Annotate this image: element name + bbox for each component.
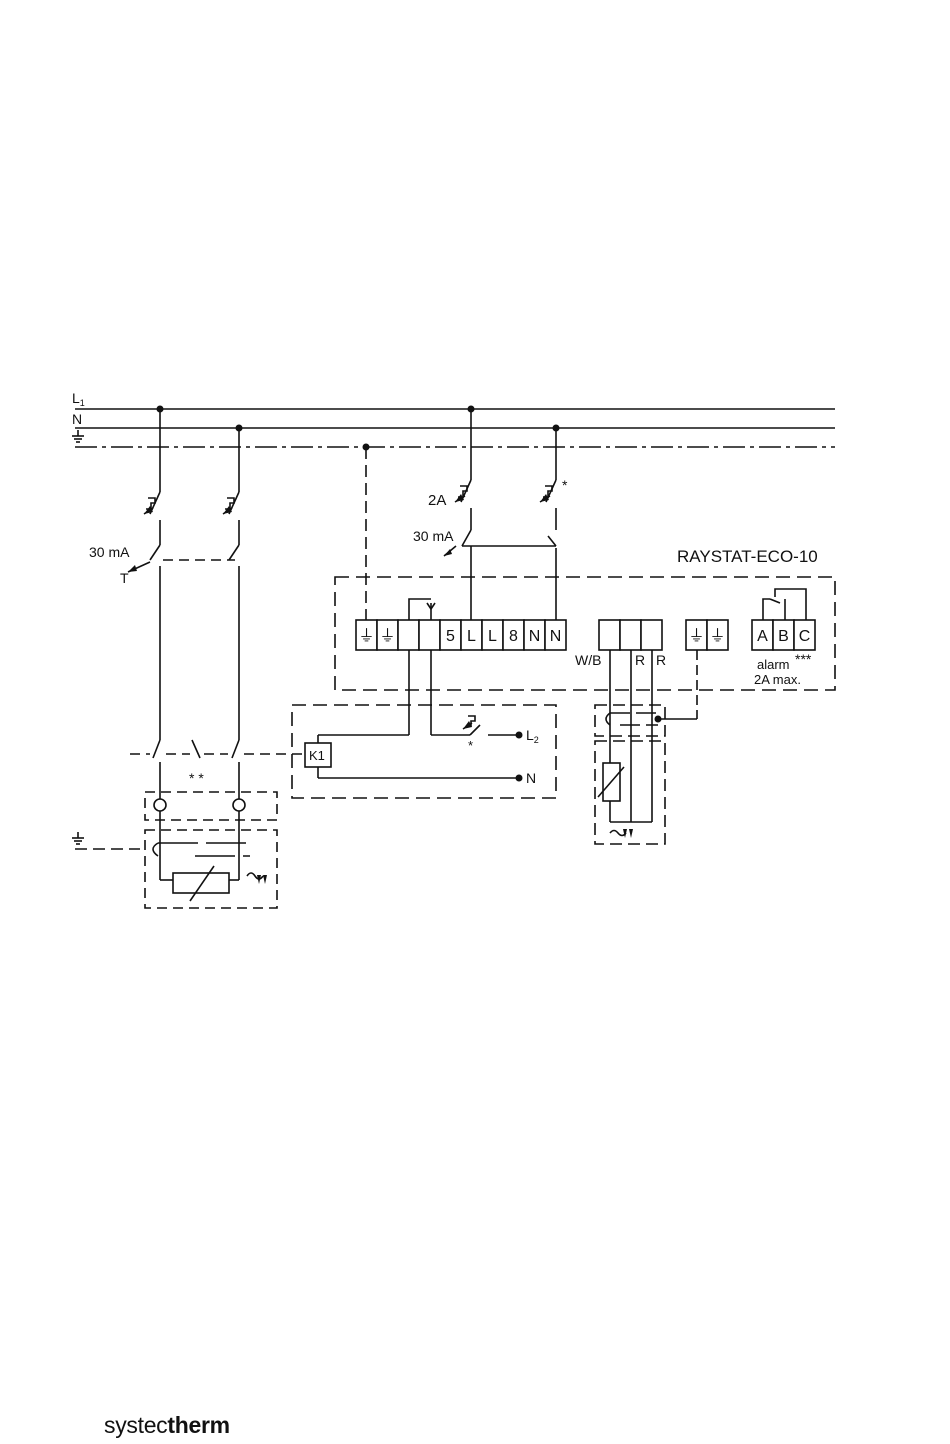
label-alarm-rating: 2A max.: [754, 672, 801, 687]
earth-symbol-left: [72, 832, 84, 844]
label-rcd-left-test: T: [120, 570, 129, 586]
terminal-earth-label-0: ⏚: [688, 627, 704, 645]
terminal-block-earth: ⏚⏚: [686, 620, 728, 650]
label-fuse-2a: 2A: [428, 492, 446, 509]
label-r1: R: [635, 652, 645, 668]
terminal-sensor-0: [599, 620, 620, 650]
label-star-single: *: [562, 477, 568, 493]
terminal-earth-label-1: ⏚: [709, 627, 725, 645]
terminal-main-label-1: ⏚: [379, 627, 395, 645]
label-alarm-stars: ***: [795, 651, 812, 667]
label-device-title: RAYSTAT-ECO-10: [677, 547, 818, 566]
label-n-bus: N: [72, 411, 82, 427]
terminal-main-label-8: N: [529, 628, 541, 645]
terminal-main-2: [398, 620, 419, 650]
terminal-main-label-7: 8: [509, 628, 518, 645]
label-star-alarm: *: [468, 738, 473, 753]
systectherm-logo: systectherm: [104, 1412, 230, 1439]
terminal-main-label-6: L: [488, 628, 497, 645]
terminal-main-3: [419, 620, 440, 650]
terminal-main-label-4: 5: [446, 628, 455, 645]
terminal-main-label-0: ⏚: [358, 627, 374, 645]
terminal-main-label-5: L: [467, 628, 476, 645]
label-n-relay: N: [526, 770, 536, 786]
terminal-block-sensor: [599, 620, 662, 650]
terminal-main-label-9: N: [550, 628, 562, 645]
label-l2: L2: [526, 727, 539, 745]
terminal-sensor-2: [641, 620, 662, 650]
label-rcd-left: 30 mA: [89, 544, 130, 560]
label-k1: K1: [309, 748, 325, 763]
label-alarm: alarm: [757, 657, 790, 672]
earth-symbol-top: [72, 430, 84, 442]
terminal-sensor-1: [620, 620, 641, 650]
label-r2: R: [656, 652, 666, 668]
terminal-alarm-label-2: C: [799, 628, 811, 645]
label-rcd-mid: 30 mA: [413, 528, 454, 544]
terminal-alarm-label-0: A: [757, 628, 768, 645]
label-wb: W/B: [575, 652, 601, 668]
label-l1: L1: [72, 390, 85, 408]
label-double-star: * *: [189, 770, 204, 786]
terminal-alarm-label-1: B: [778, 628, 789, 645]
heating-cable-left: [173, 873, 229, 893]
